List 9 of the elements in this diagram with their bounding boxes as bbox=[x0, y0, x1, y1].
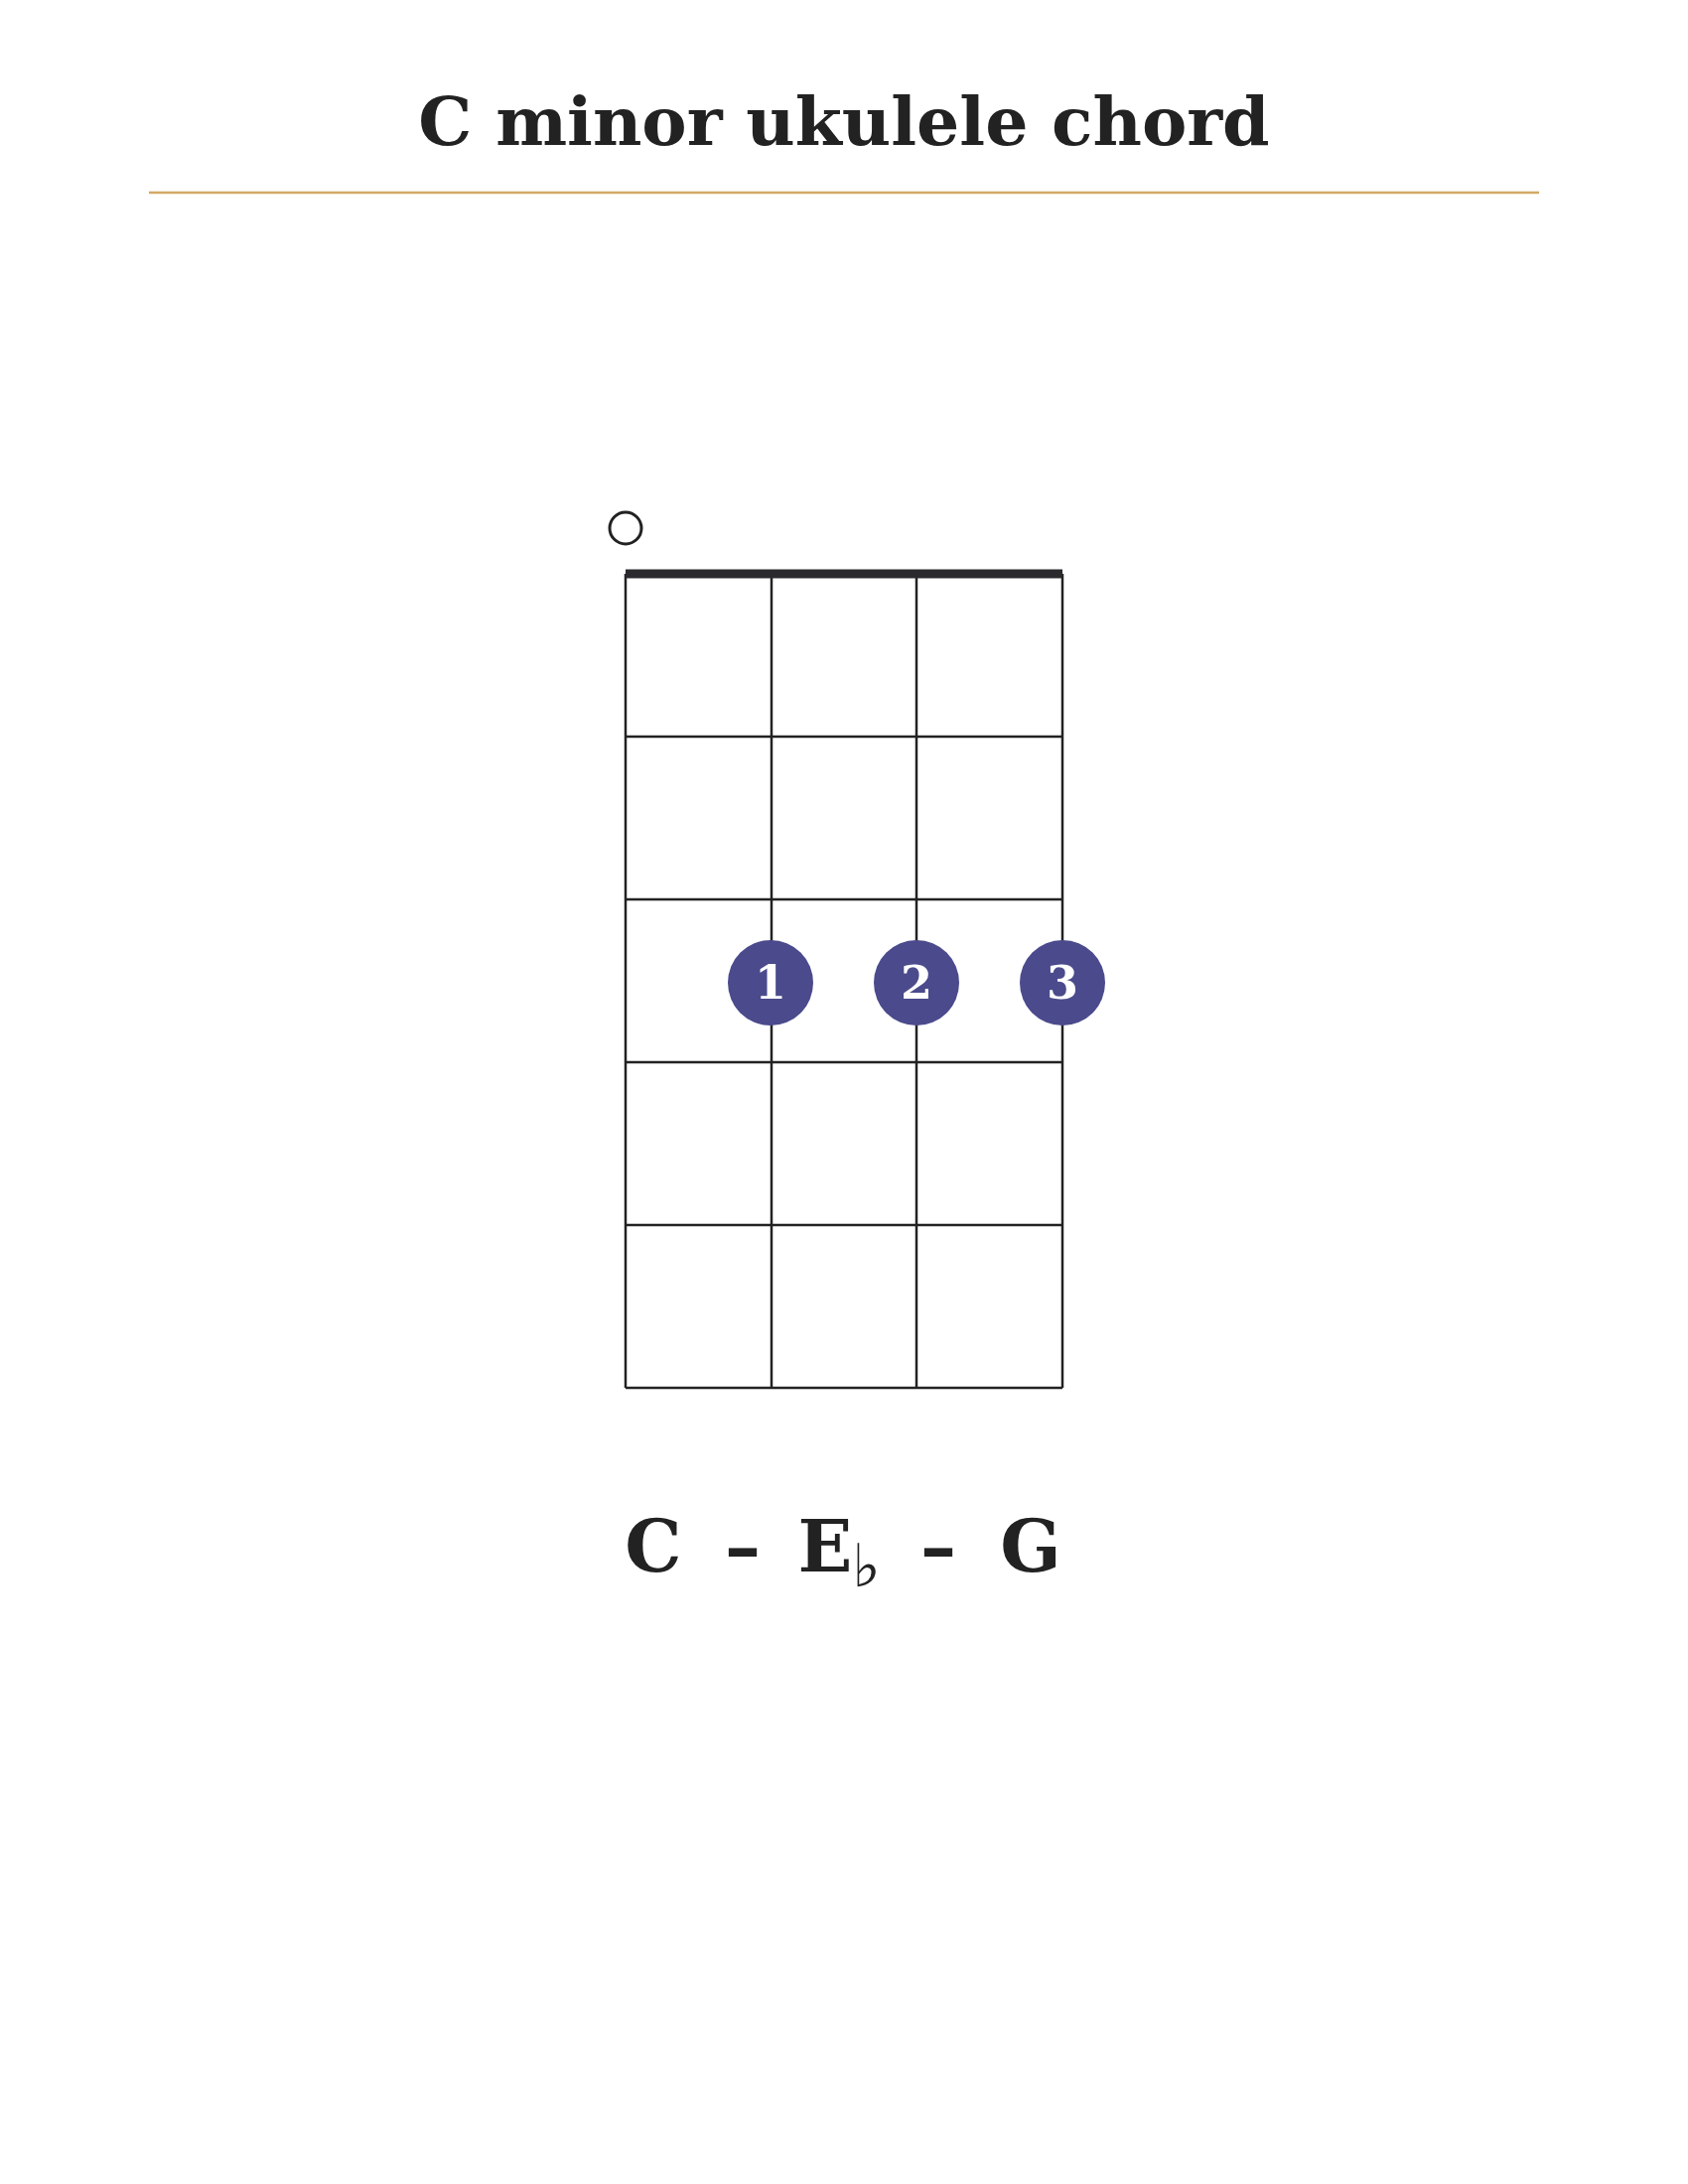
separator-dash: – bbox=[725, 1504, 761, 1588]
note-name: E$_{♭}$ bbox=[797, 1504, 881, 1601]
note-name: G bbox=[1000, 1504, 1061, 1588]
finger-dot: 2 bbox=[874, 940, 959, 1025]
finger-dot: 3 bbox=[1020, 940, 1105, 1025]
note-name: C bbox=[625, 1504, 682, 1588]
finger-dot: 1 bbox=[728, 940, 813, 1025]
title: C minor ukulele chord bbox=[417, 81, 1271, 161]
separator-dash: – bbox=[920, 1504, 956, 1588]
